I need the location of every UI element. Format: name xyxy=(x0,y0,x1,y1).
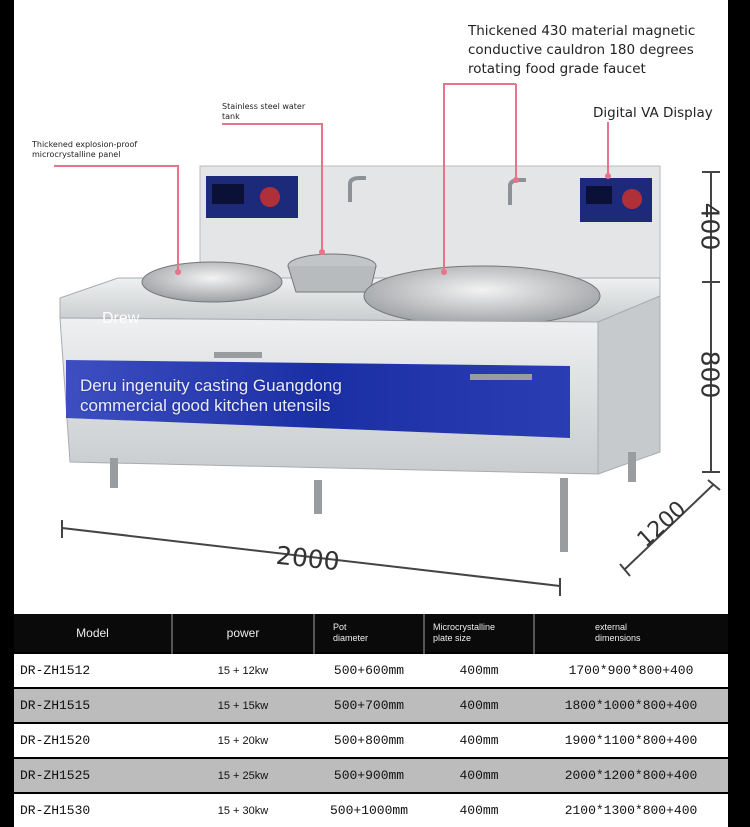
cell-pot: 500+700mm xyxy=(314,687,424,723)
table-row: DR-ZH1520 15 + 20kw 500+800mm 400mm 1900… xyxy=(14,722,728,758)
cell-plate: 400mm xyxy=(424,652,534,688)
dimension-lines xyxy=(61,171,721,596)
cell-power: 15 + 30kw xyxy=(172,792,314,827)
water-tank-annotation-line-2: tank xyxy=(222,112,240,121)
water-tank-annotation: Stainless steel water tank xyxy=(222,102,305,122)
stove-illustration xyxy=(54,83,721,596)
table-row: DR-ZH1530 15 + 30kw 500+1000mm 400mm 210… xyxy=(14,792,728,827)
side-panel xyxy=(597,295,661,475)
faucet-annotation-line-1: Thickened 430 material magnetic xyxy=(468,23,696,39)
spec-table: Model power Pot diameter Microcrystallin… xyxy=(14,614,728,827)
header-plate-line-1: Microcrystalline xyxy=(433,622,496,632)
display-annotation: Digital VA Display xyxy=(593,105,713,121)
header-power: power xyxy=(172,614,315,653)
cell-dims: 2100*1300*800+400 xyxy=(534,792,728,827)
cell-plate: 400mm xyxy=(424,687,534,723)
table-row: DR-ZH1512 15 + 12kw 500+600mm 400mm 1700… xyxy=(14,652,728,688)
cell-dims: 1700*900*800+400 xyxy=(534,652,728,688)
cell-power: 15 + 12kw xyxy=(172,652,314,688)
cell-plate: 400mm xyxy=(424,792,534,827)
cell-dims: 1900*1100*800+400 xyxy=(534,722,728,758)
cell-model: DR-ZH1512 xyxy=(14,652,172,688)
cell-pot: 500+600mm xyxy=(314,652,424,688)
table-row: DR-ZH1515 15 + 15kw 500+700mm 400mm 1800… xyxy=(14,687,728,723)
header-plate-line-2: plate size xyxy=(433,633,472,643)
cell-dims: 2000*1200*800+400 xyxy=(534,757,728,793)
product-photo: Thickened 430 material magnetic conducti… xyxy=(14,0,728,614)
cell-plate: 400mm xyxy=(424,757,534,793)
cell-power: 15 + 15kw xyxy=(172,687,314,723)
watermark: Drew xyxy=(102,310,140,327)
header-pot-diameter: Pot diameter xyxy=(314,614,425,653)
panel-annotation: Thickened explosion-proof microcrystalli… xyxy=(32,140,137,160)
right-wok xyxy=(363,265,601,327)
cell-model: DR-ZH1515 xyxy=(14,687,172,723)
panel-annotation-line-2: microcrystalline panel xyxy=(32,150,121,159)
right-faucet xyxy=(508,178,526,205)
cell-plate: 400mm xyxy=(424,722,534,758)
cell-pot: 500+1000mm xyxy=(314,792,424,827)
panel-annotation-line-1: Thickened explosion-proof xyxy=(32,140,138,149)
faucet-annotation-line-3: rotating food grade faucet xyxy=(468,61,646,77)
header-external-line-1: external xyxy=(595,622,628,632)
cell-model: DR-ZH1530 xyxy=(14,792,172,827)
back-height-dimension: 400 xyxy=(695,202,725,251)
callout-lines xyxy=(54,83,609,272)
water-tank-annotation-line-1: Stainless steel water xyxy=(222,102,306,111)
body-height-dimension: 800 xyxy=(695,350,725,399)
cell-dims: 1800*1000*800+400 xyxy=(534,687,728,723)
slogan-line-2: commercial good kitchen utensils xyxy=(80,396,331,415)
cell-model: DR-ZH1525 xyxy=(14,757,172,793)
cell-power: 15 + 25kw xyxy=(172,757,314,793)
header-model: Model xyxy=(14,614,173,653)
left-wok xyxy=(141,261,283,303)
header-plate-size: Microcrystalline plate size xyxy=(424,614,535,653)
cell-power: 15 + 20kw xyxy=(172,722,314,758)
spec-table-header: Model power Pot diameter Microcrystallin… xyxy=(14,614,728,653)
header-external: external dimensions xyxy=(534,614,728,653)
cell-model: DR-ZH1520 xyxy=(14,722,172,758)
header-external-line-2: dimensions xyxy=(595,633,641,643)
faucet-annotation: Thickened 430 material magnetic conducti… xyxy=(468,22,695,79)
left-faucet xyxy=(348,176,366,202)
cell-pot: 500+900mm xyxy=(314,757,424,793)
brand-band xyxy=(66,360,570,438)
right-drawer-handle xyxy=(470,374,532,380)
cell-pot: 500+800mm xyxy=(314,722,424,758)
header-pot-line-1: Pot xyxy=(333,622,347,632)
header-pot-line-2: diameter xyxy=(333,633,369,643)
faucet-annotation-line-2: conductive cauldron 180 degrees xyxy=(468,42,694,58)
slogan-line-1: Deru ingenuity casting Guangdong xyxy=(80,376,342,395)
left-drawer-handle xyxy=(214,352,262,358)
slogan: Deru ingenuity casting Guangdong commerc… xyxy=(80,376,342,416)
table-row: DR-ZH1525 15 + 25kw 500+900mm 400mm 2000… xyxy=(14,757,728,793)
